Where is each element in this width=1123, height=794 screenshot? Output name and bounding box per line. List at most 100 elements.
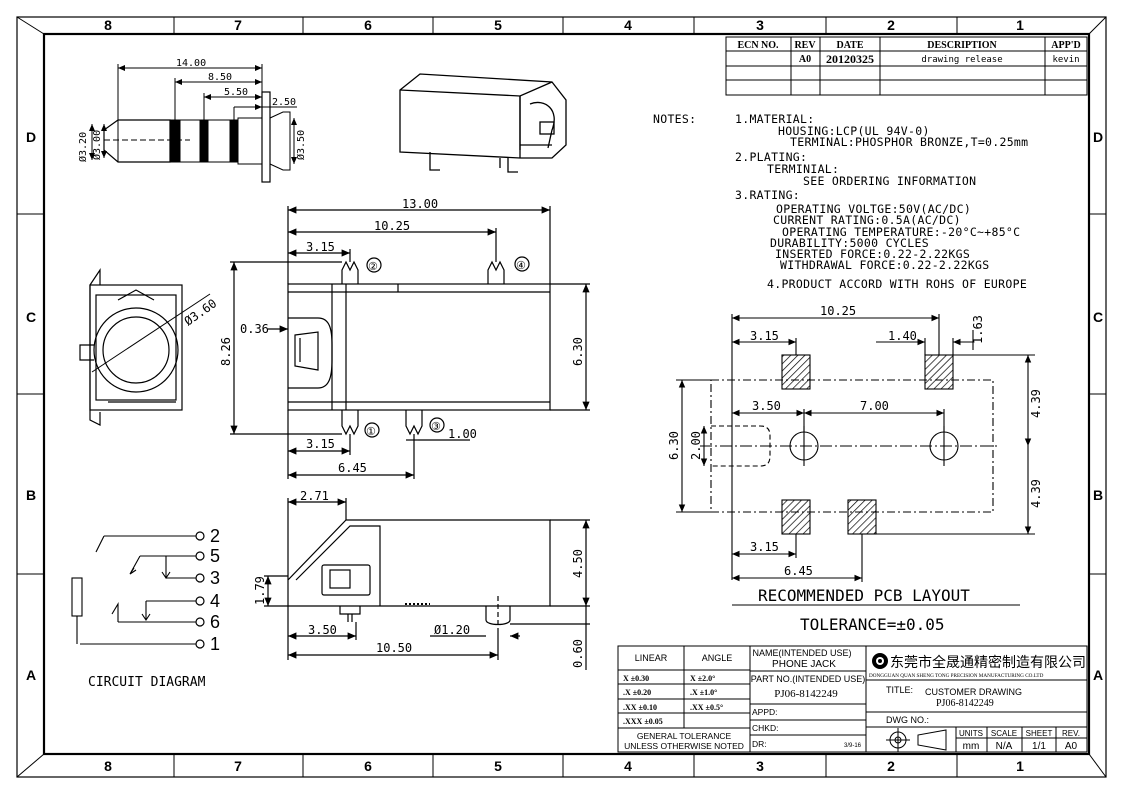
zone-row-c: C (26, 309, 36, 325)
tb-rev: A0 (1065, 741, 1078, 752)
zone-row-d: D (26, 129, 36, 145)
rev-value-rev: A0 (799, 54, 811, 65)
note-line-12: INSERTED FORCE:0.22-2.22KGS (775, 247, 970, 261)
tol-linear-2: .X ±0.20 (623, 688, 651, 697)
tol-linear-1: X ±0.30 (623, 674, 649, 683)
zone-col-3: 3 (756, 17, 764, 33)
tb-dwg: DWG NO.: (886, 715, 929, 725)
title-block: NAME(INTENDED USE) PHONE JACK PART NO.(I… (749, 645, 1088, 753)
rev-header-rev: REV (794, 40, 816, 51)
notes-block: NOTES: 1.MATERIAL: HOUSING:LCP(UL 94V-0)… (653, 112, 1028, 291)
tb-title-part: PJ06-8142249 (936, 698, 994, 709)
zone-col-2: 2 (887, 17, 895, 33)
tb-name-value: PHONE JACK (772, 659, 836, 670)
zone-row-b-r: B (1093, 487, 1103, 503)
top-view (230, 206, 590, 479)
zone-col-7: 7 (234, 17, 242, 33)
top-dim-645: 6.45 (338, 461, 367, 475)
plug-dimensions: 14.00 8.50 5.50 2.50 Ø3.20 Ø3.00 Ø3.50 (77, 58, 307, 162)
pcb-dim-1025: 10.25 (820, 304, 856, 318)
pcb-dim-439b: 4.39 (1029, 479, 1043, 508)
zone-col-3b: 3 (756, 758, 764, 774)
circuit-pin-1: 1 (210, 634, 220, 654)
tb-title-value: CUSTOMER DRAWING (925, 687, 1022, 697)
zone-col-8: 8 (104, 17, 112, 33)
pcb-dim-630: 6.30 (667, 431, 681, 460)
tb-name-label: NAME(INTENDED USE) (752, 648, 851, 658)
tb-part-value: PJ06-8142249 (774, 688, 838, 700)
rev-value-desc: drawing release (921, 55, 1002, 65)
rev-header-ecn: ECN NO. (737, 40, 779, 51)
pin-label-3: ③ (431, 420, 441, 433)
pcb-title: RECOMMENDED PCB LAYOUT (758, 586, 970, 605)
note-line-7: 3.RATING: (735, 188, 800, 202)
tol-general-2: UNLESS OTHERWISE NOTED (624, 741, 744, 751)
rev-header-desc: DESCRIPTION (927, 40, 997, 51)
zone-col-1: 1 (1016, 17, 1024, 33)
side-dim-1050: 10.50 (376, 641, 412, 655)
plug-dim-550: 5.50 (224, 87, 248, 98)
pin-label-4: ④ (516, 259, 526, 272)
note-line-5: TERMINIAL: (767, 162, 839, 176)
tb-company-en: DONGGUAN QUAN SHENG TONG PRECISION MANUF… (869, 673, 1044, 679)
zone-col-5: 5 (494, 17, 502, 33)
circuit-pin-5: 5 (210, 546, 220, 566)
circuit-diagram (71, 531, 205, 649)
pcb-dim-315b: 3.15 (750, 540, 779, 554)
plug-dia-300: Ø3.00 (91, 130, 103, 160)
border-frame (16, 16, 1107, 778)
top-dim-036: 0.36 (240, 322, 269, 336)
tb-title-label: TITLE: (886, 685, 913, 695)
tb-dr: DR: (752, 739, 767, 749)
tol-general-1: GENERAL TOLERANCE (637, 731, 732, 741)
plug-view (89, 64, 297, 183)
top-dim-1300: 13.00 (402, 197, 438, 211)
zone-col-1b: 1 (1016, 758, 1024, 774)
company-logo (872, 653, 888, 669)
note-line-6: SEE ORDERING INFORMATION (803, 174, 976, 188)
note-line-10: OPERATING TEMPERATURE:-20°C~+85°C (782, 225, 1020, 239)
revision-table: ECN NO. REV DATE DESCRIPTION APP'D A0 20… (725, 36, 1088, 96)
note-line-4: 2.PLATING: (735, 150, 807, 164)
tol-angle-2: .X ±1.0° (690, 688, 717, 697)
pcb-dim-645: 6.45 (784, 564, 813, 578)
zone-labels: 8 7 6 5 4 3 2 1 8 7 6 5 4 3 2 1 D C B A … (26, 17, 1103, 774)
pcb-dims: 10.25 3.15 1.40 1.63 3.50 7.00 2.00 6.30… (667, 304, 1043, 634)
rev-header-date: DATE (836, 40, 863, 51)
rev-value-date: 20120325 (826, 52, 874, 66)
pin-label-2: ② (368, 260, 378, 273)
zone-col-4b: 4 (624, 758, 632, 774)
note-line-9: CURRENT RATING:0.5A(AC/DC) (773, 213, 961, 227)
note-line-3: TERMINAL:PHOSPHOR BRONZE,T=0.25mm (790, 135, 1028, 149)
zone-col-2b: 2 (887, 758, 895, 774)
pcb-dim-315: 3.15 (750, 329, 779, 343)
rev-value-appd: kevin (1052, 55, 1079, 65)
top-dim-630: 6.30 (571, 337, 585, 366)
note-line-13: WITHDRAWAL FORCE:0.22-2.22KGS (780, 258, 989, 272)
tol-angle-3: .XX ±0.5° (690, 703, 723, 712)
top-view-dims: 13.00 10.25 3.15 0.36 8.26 6.30 3.15 6.4… (219, 197, 585, 475)
note-line-14: 4.PRODUCT ACCORD WITH ROHS OF EUROPE (767, 277, 1027, 291)
isometric-view (399, 73, 567, 173)
rev-header-appd: APP'D (1051, 40, 1080, 51)
circuit-pin-6: 6 (210, 612, 220, 632)
tolerance-table: LINEAR ANGLE X ±0.30 X ±2.0° .X ±0.20 .X… (617, 645, 751, 753)
zone-row-c-r: C (1093, 309, 1103, 325)
zone-col-7b: 7 (234, 758, 242, 774)
plug-dim-250: 2.50 (272, 97, 296, 108)
tol-angle-header: ANGLE (702, 653, 733, 663)
zone-row-a-r: A (1093, 667, 1103, 683)
tb-sheet: 1/1 (1032, 741, 1046, 752)
tb-company-cn: 东莞市全晟通精密制造有限公司 (890, 654, 1086, 671)
side-dim-271: 2.71 (300, 489, 329, 503)
circuit-pin-2: 2 (210, 526, 220, 546)
zone-col-4: 4 (624, 17, 632, 33)
top-dim-100: 1.00 (448, 427, 477, 441)
zone-col-6: 6 (364, 17, 372, 33)
pcb-dim-140: 1.40 (888, 329, 917, 343)
circuit-diagram-label: CIRCUIT DIAGRAM (88, 675, 206, 690)
pcb-dim-200: 2.00 (689, 431, 703, 460)
plug-dim-14: 14.00 (176, 58, 206, 69)
tol-angle-1: X ±2.0° (690, 674, 715, 683)
